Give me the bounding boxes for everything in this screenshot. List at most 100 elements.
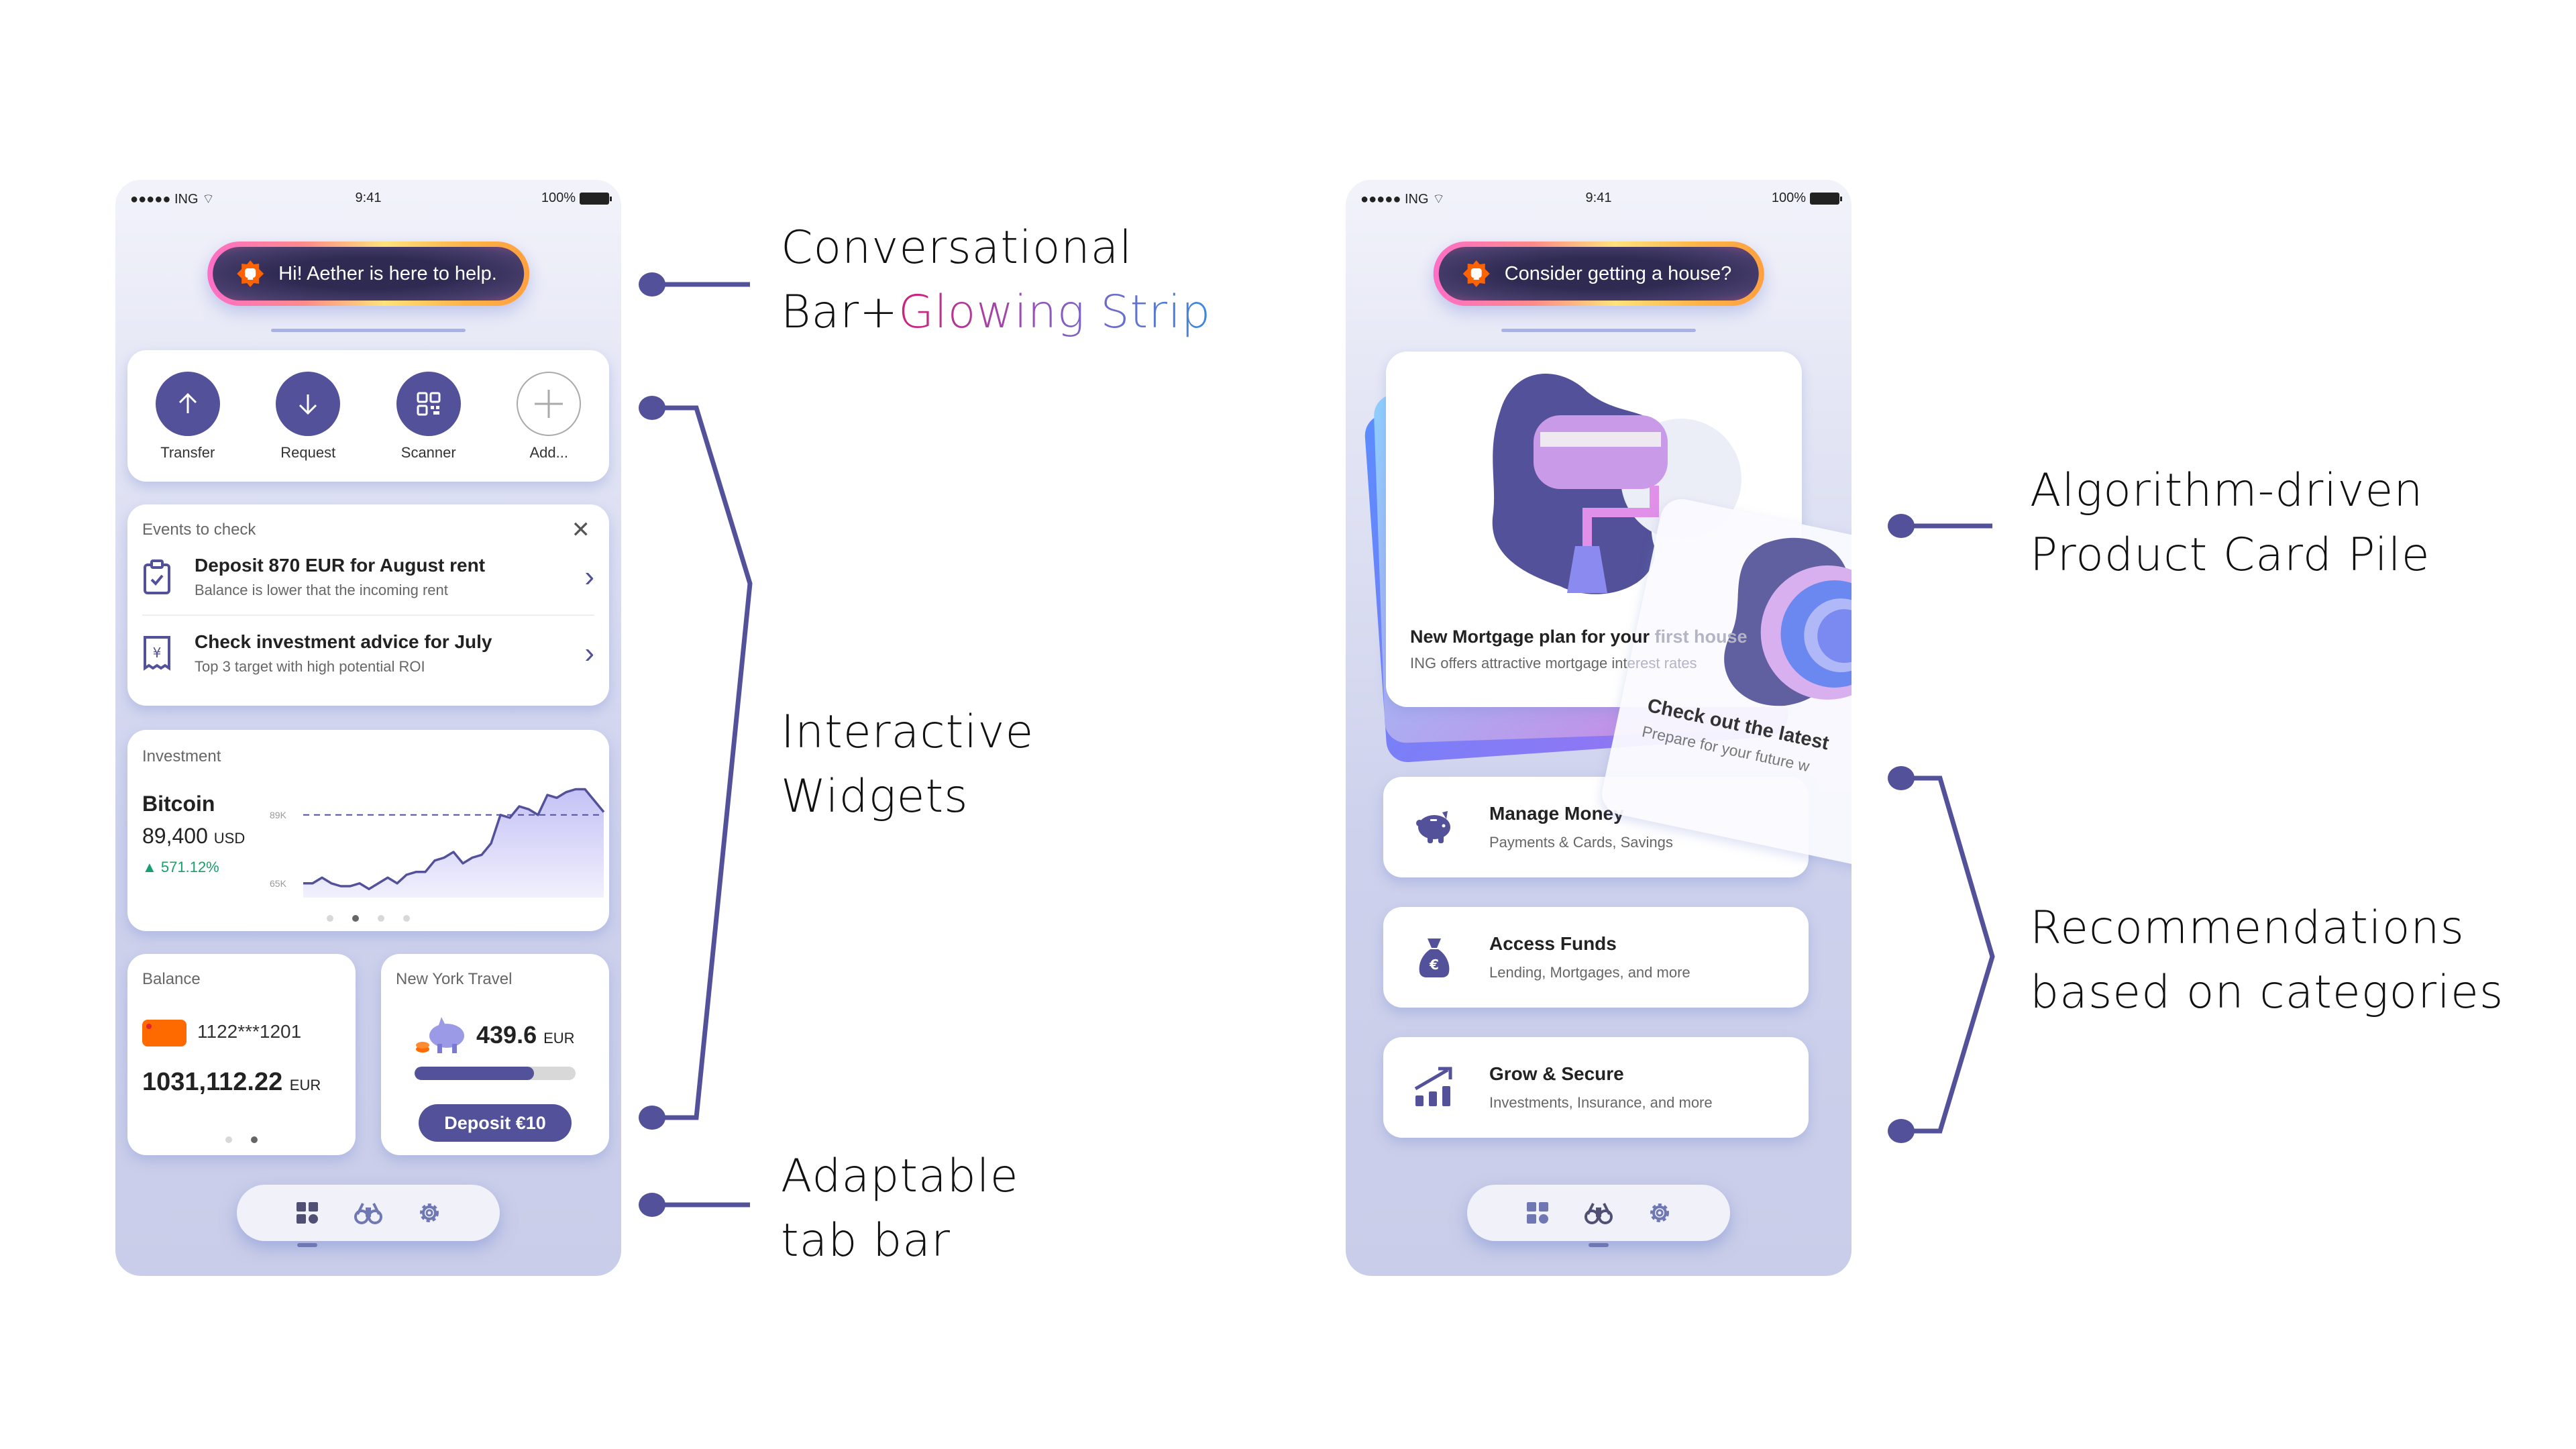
chevron-right-icon[interactable]: › <box>584 560 594 593</box>
recommendation-subtitle: Investments, Insurance, and more <box>1489 1094 1713 1111</box>
battery-icon <box>1810 192 1842 205</box>
battery: 100% <box>541 191 612 206</box>
piggy-bank-icon <box>1416 811 1450 843</box>
conversation-bar[interactable]: Hi! Aether is here to help. <box>207 241 529 306</box>
balance-widget[interactable]: Balance 1122***1201 1031,112.22 EUR <box>127 954 356 1155</box>
product-card-title: New Mortgage plan for your first house <box>1410 627 1748 647</box>
pager-dot[interactable] <box>225 1136 232 1143</box>
pager-dot[interactable] <box>403 915 410 922</box>
clock: 9:41 <box>355 191 382 205</box>
grid-icon <box>297 1202 319 1224</box>
asset-price: 89,400 USD <box>142 824 245 849</box>
recommendation-title: Manage Money <box>1489 803 1624 824</box>
grid-icon <box>1527 1202 1549 1224</box>
active-tab-indicator <box>1588 1243 1609 1247</box>
travel-value: 439.6 <box>476 1021 537 1049</box>
growth-chart-icon <box>1414 1067 1452 1106</box>
tab-settings[interactable] <box>1643 1196 1676 1230</box>
chart-line <box>303 788 605 891</box>
annotation-recommendations: Recommendations based on categories <box>2030 896 2504 1025</box>
balance-pager[interactable] <box>127 1136 356 1143</box>
pager-dot[interactable] <box>378 915 384 922</box>
conversation-bar[interactable]: Consider getting a house? <box>1433 241 1764 306</box>
connector-dot <box>1888 766 1915 790</box>
connector-dot <box>1888 1119 1915 1143</box>
close-icon[interactable]: ✕ <box>571 517 591 543</box>
y-tick-label: 65K <box>270 878 287 889</box>
annotation-line: based on categories <box>2030 966 2504 1019</box>
product-card-subtitle: ING offers attractive mortgage interest … <box>1410 655 1697 672</box>
subtitle-faded: erest rates <box>1627 655 1697 672</box>
tab-explore[interactable] <box>1582 1196 1615 1247</box>
connector-dot <box>639 1106 665 1130</box>
battery-icon <box>580 192 612 205</box>
money-bag-icon: € <box>1419 938 1450 977</box>
chevron-right-icon[interactable]: › <box>584 637 594 669</box>
transfer-button[interactable]: Transfer <box>141 372 235 462</box>
annotation-card-pile: Algorithm-driven Product Card Pile <box>2030 459 2430 588</box>
pager-dot[interactable] <box>327 915 333 922</box>
tab-home[interactable] <box>290 1196 324 1247</box>
deposit-button[interactable]: Deposit €10 <box>419 1104 572 1142</box>
investment-pager[interactable] <box>127 915 609 922</box>
investment-widget[interactable]: Investment Bitcoin 89,400 USD ▲ 571.12% … <box>127 730 609 931</box>
price-change: ▲ 571.12% <box>142 859 219 875</box>
tab-home[interactable] <box>1521 1196 1554 1230</box>
battery-percent: 100% <box>541 191 576 205</box>
credit-card-icon <box>142 1020 186 1046</box>
product-card-latest[interactable]: Check out the latest Prepare for your fu… <box>1598 495 1851 875</box>
travel-title: New York Travel <box>396 970 513 988</box>
svg-text:¥: ¥ <box>153 645 162 661</box>
event-subtitle: Top 3 target with high potential ROI <box>195 658 425 675</box>
request-button[interactable]: Request <box>261 372 355 462</box>
card-number: 1122***1201 <box>197 1021 302 1042</box>
connector-dot <box>639 396 665 420</box>
binoculars-icon <box>354 1203 382 1224</box>
pager-dot-active[interactable] <box>251 1136 258 1143</box>
pager-dot-active[interactable] <box>352 915 359 922</box>
wifi-icon: ⌔ <box>202 192 215 207</box>
conversation-text: Hi! Aether is here to help. <box>278 262 497 284</box>
travel-savings-widget[interactable]: New York Travel 439.6 EUR Deposit €10 <box>381 954 609 1155</box>
connector-dot <box>1888 514 1915 538</box>
event-subtitle: Balance is lower that the incoming rent <box>195 582 448 598</box>
qr-code-icon <box>417 392 441 416</box>
binoculars-icon <box>1584 1203 1613 1224</box>
gradient-text: Glowing Strip <box>898 286 1212 339</box>
connector-dot <box>639 1193 665 1217</box>
status-bar: ●●●●● ING ⌔ 9:41 100% <box>115 186 621 211</box>
tab-explore[interactable] <box>352 1196 385 1230</box>
balance-title: Balance <box>142 970 201 988</box>
travel-amount: 439.6 EUR <box>476 1021 575 1049</box>
chart-area <box>303 789 604 898</box>
connector-dot <box>639 272 665 297</box>
event-item[interactable]: Deposit 870 EUR for August rent Balance … <box>142 539 594 614</box>
annotation-tabbar: Adaptable tab bar <box>781 1144 1019 1273</box>
annotation-conversational: Conversational Bar+Glowing Strip <box>781 216 1211 345</box>
y-tick-label: 89K <box>270 810 287 820</box>
paint-roller-illustration <box>1492 373 1741 594</box>
wifi-icon: ⌔ <box>1432 192 1445 207</box>
gear-icon <box>1650 1203 1669 1222</box>
annotation-line: Adaptable <box>781 1150 1019 1203</box>
add-action-button[interactable]: Add... <box>502 372 596 462</box>
balance-currency: EUR <box>289 1077 321 1093</box>
annotation-line: Conversational <box>781 221 1133 274</box>
transfer-label: Transfer <box>160 444 215 461</box>
annotation-line: Bar+Glowing Strip <box>781 286 1212 339</box>
connector-recommendations <box>1901 775 1995 1134</box>
event-item[interactable]: ¥ Check investment advice for July Top 3… <box>142 614 594 691</box>
glowing-strip <box>271 329 466 332</box>
title-faded: first house <box>1654 627 1748 647</box>
price-value: 89,400 <box>142 824 208 848</box>
tab-settings[interactable] <box>413 1196 446 1230</box>
annotation-line: Interactive <box>781 706 1034 759</box>
clipboard-check-icon <box>144 559 170 594</box>
price-chart: 89K 65K <box>270 788 605 898</box>
subtitle-visible: ING offers attractive mortgage int <box>1410 655 1627 672</box>
scanner-button[interactable]: Scanner <box>382 372 476 462</box>
annotation-line: tab bar <box>781 1214 951 1267</box>
connector-widgets <box>652 405 753 1120</box>
